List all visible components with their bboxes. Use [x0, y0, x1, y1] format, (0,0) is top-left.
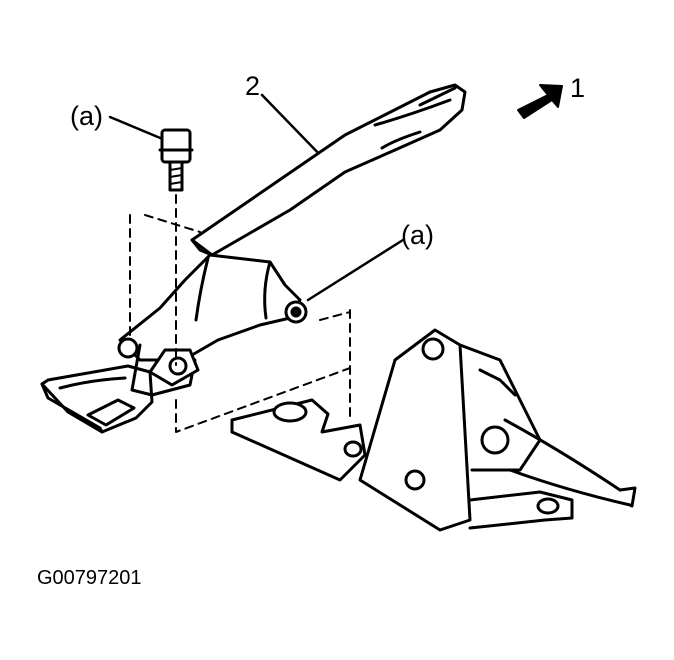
callout-lever: 2 [245, 71, 261, 101]
callout-direction: 1 [570, 73, 586, 103]
bolt-label-right: (a) [401, 220, 434, 250]
brake-lever-handle [190, 83, 467, 257]
bolt-label-left: (a) [70, 101, 103, 131]
bolt-a-left [158, 128, 194, 192]
figure-code: G00797201 [37, 567, 142, 589]
lever-bracket [117, 253, 308, 397]
floor-bracket-right [230, 328, 637, 532]
leader-lines [108, 93, 405, 302]
front-direction-arrow-icon [517, 84, 563, 119]
floor-bracket-left [40, 364, 154, 434]
